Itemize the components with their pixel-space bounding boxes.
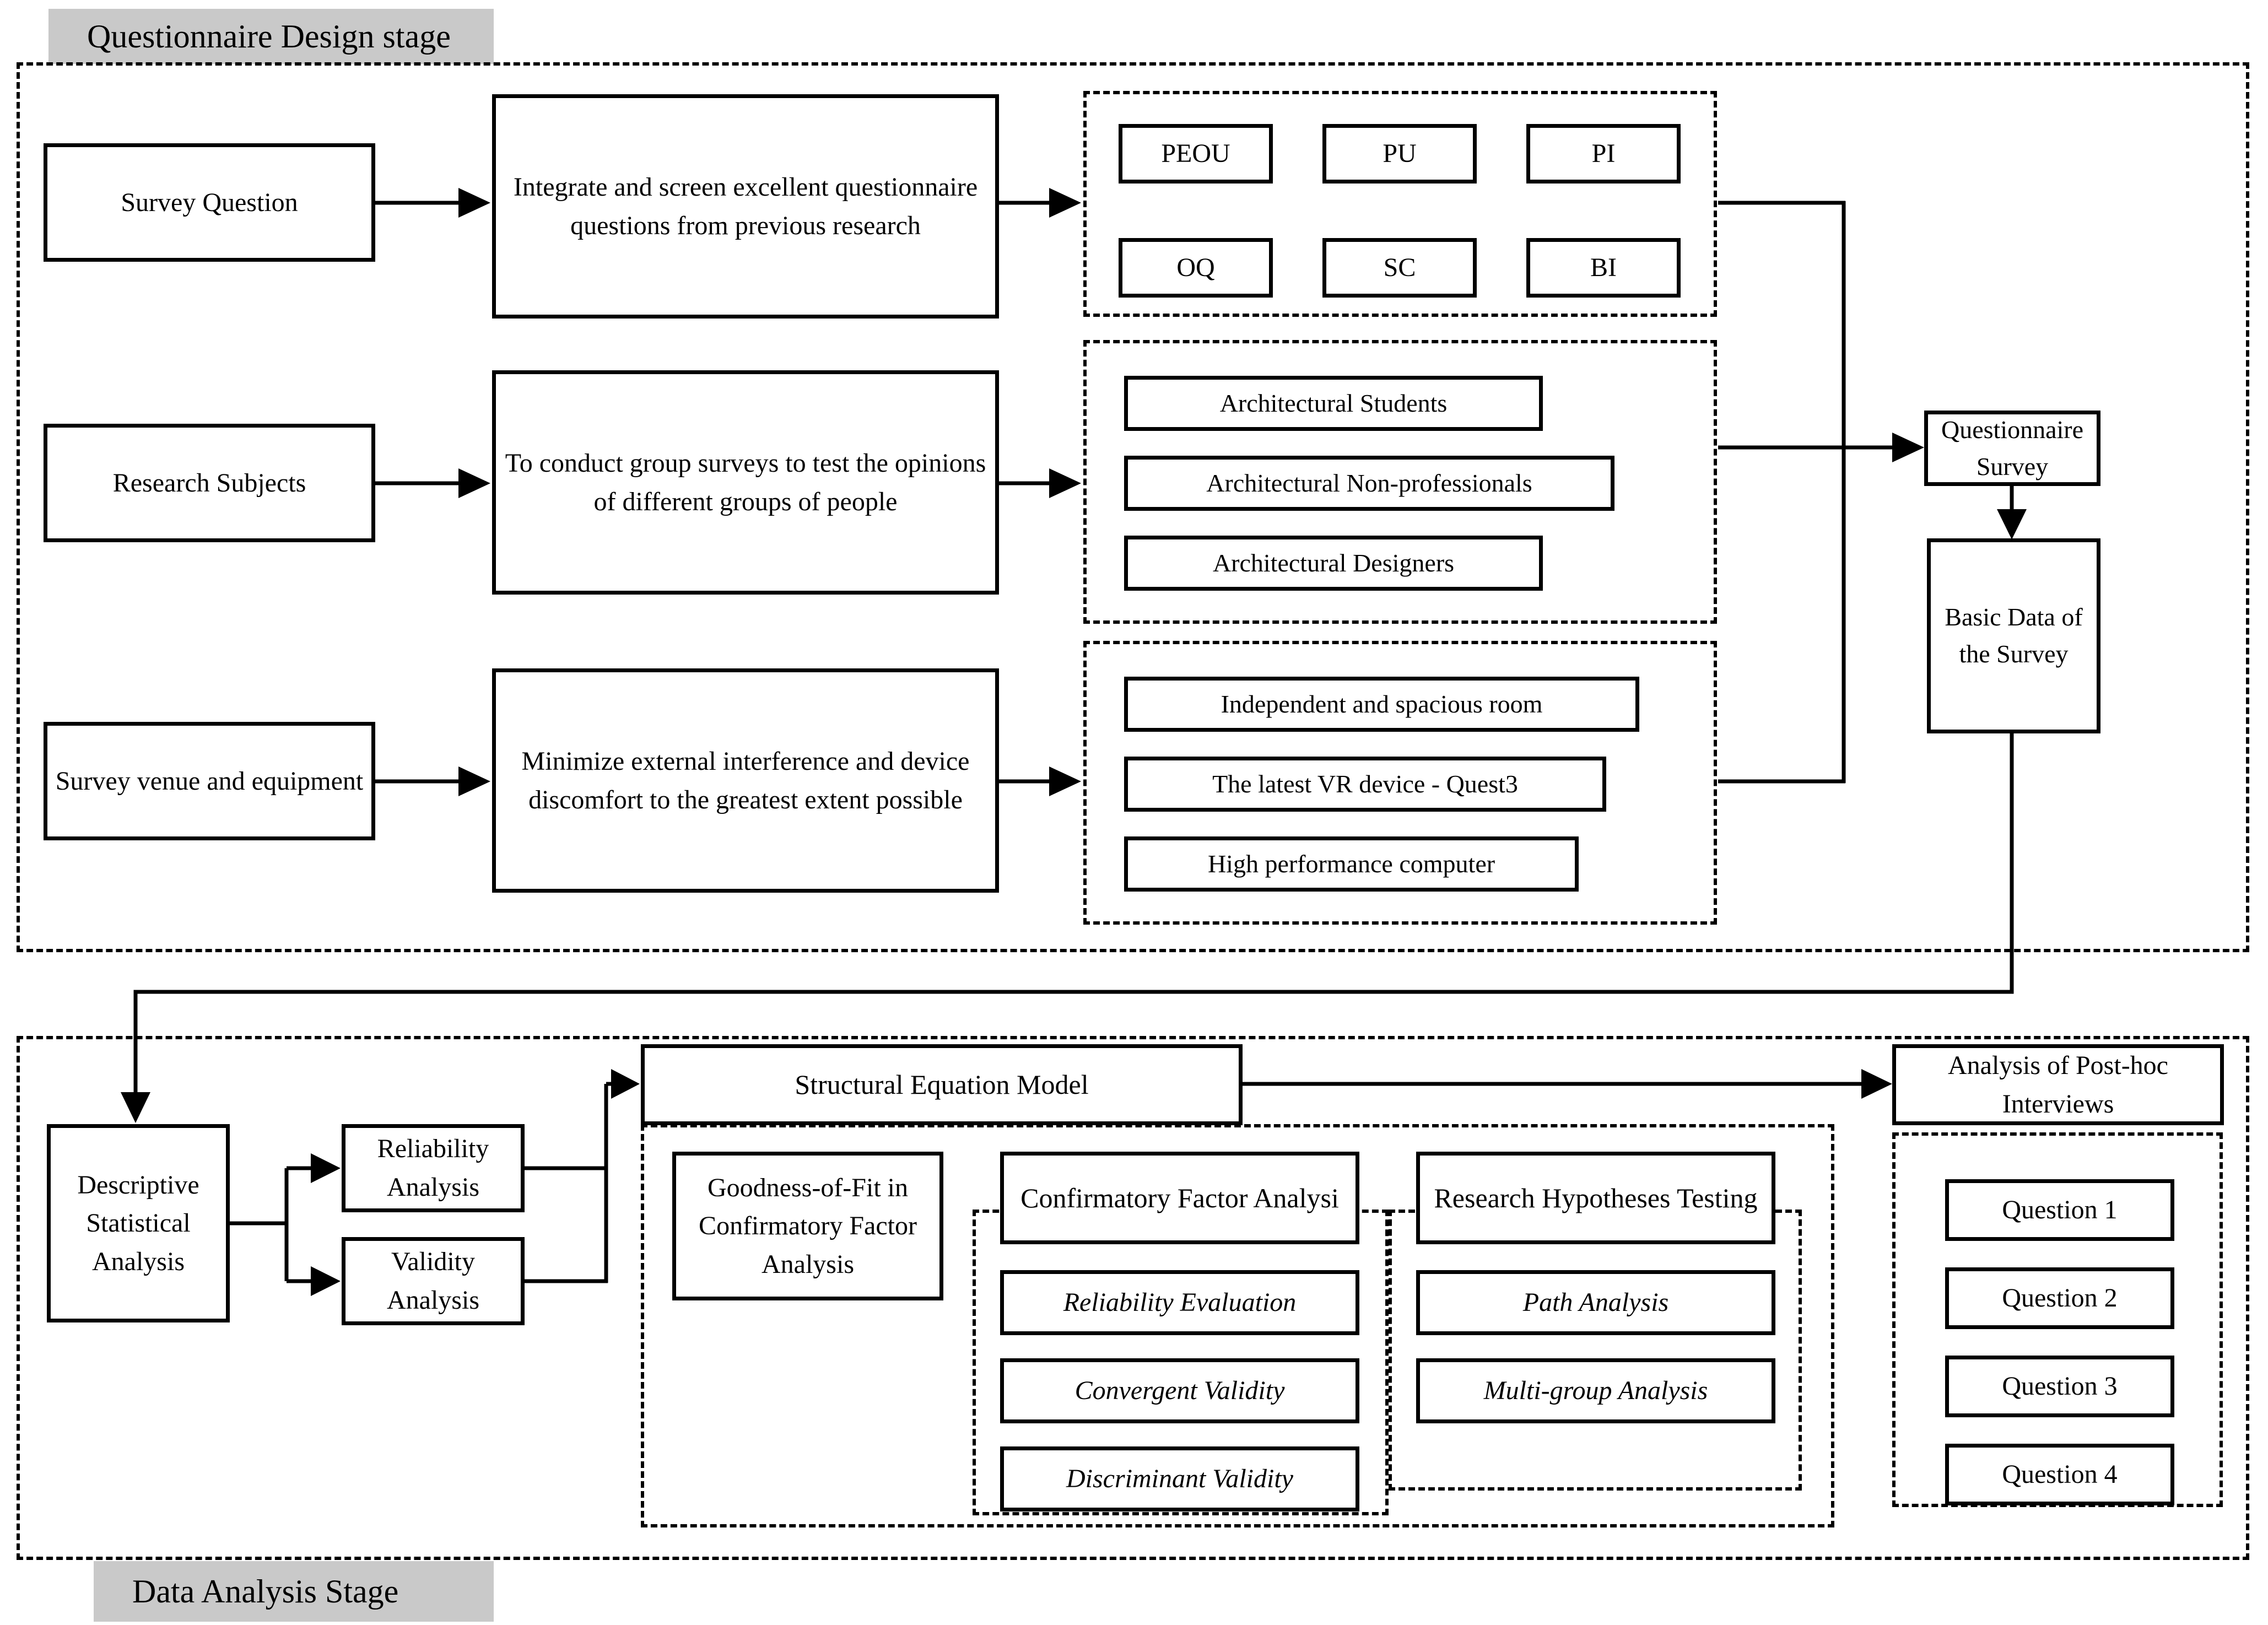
reliability-analysis-text: Reliability Analysis — [377, 1134, 489, 1202]
question-4-text: Question 4 — [2002, 1460, 2118, 1489]
equipment-room-box: Independent and spacious room — [1124, 677, 1639, 732]
construct-bi-box: BI — [1526, 238, 1681, 298]
stage1-label: Questionnaire Design stage — [48, 9, 494, 64]
path-analysis-box: Path Analysis — [1416, 1270, 1775, 1335]
sem-container — [641, 1124, 1834, 1527]
survey-venue-process-box: Minimize external interference and devic… — [492, 668, 999, 893]
construct-sc-text: SC — [1383, 253, 1416, 283]
cfa-discriminant-validity-text: Discriminant Validity — [1066, 1464, 1293, 1494]
construct-pu-box: PU — [1322, 124, 1477, 183]
subjects-students-box: Architectural Students — [1124, 376, 1543, 431]
equipment-room-text: Independent and spacious room — [1221, 689, 1543, 718]
construct-pi-box: PI — [1526, 124, 1681, 183]
survey-question-process-box: Integrate and screen excellent questionn… — [492, 94, 999, 318]
posthoc-interviews-text: Analysis of Post-hoc Interviews — [1948, 1050, 2168, 1119]
equipment-vr-text: The latest VR device - Quest3 — [1212, 769, 1518, 798]
survey-venue-text: Survey venue and equipment — [55, 766, 364, 796]
construct-pu-text: PU — [1383, 139, 1417, 169]
cfa-reliability-evaluation-box: Reliability Evaluation — [1000, 1270, 1359, 1335]
questionnaire-survey-text: Questionnaire Survey — [1941, 415, 2084, 481]
construct-oq-text: OQ — [1176, 253, 1215, 283]
construct-peou-box: PEOU — [1119, 124, 1273, 183]
multi-group-analysis-box: Multi-group Analysis — [1416, 1358, 1775, 1423]
question-1-text: Question 1 — [2002, 1195, 2118, 1225]
cfa-reliability-evaluation-text: Reliability Evaluation — [1063, 1288, 1297, 1318]
posthoc-questions-container — [1892, 1132, 2223, 1507]
construct-sc-box: SC — [1322, 238, 1477, 298]
subjects-students-text: Architectural Students — [1219, 388, 1448, 417]
question-4-box: Question 4 — [1945, 1444, 2174, 1505]
equipment-vr-box: The latest VR device - Quest3 — [1124, 757, 1606, 812]
hypotheses-title-box: Research Hypotheses Testing — [1416, 1152, 1775, 1244]
subject-groups-group — [1083, 340, 1717, 624]
research-subjects-box: Research Subjects — [44, 424, 375, 542]
sem-box: Structural Equation Model — [641, 1044, 1243, 1125]
reliability-analysis-box: Reliability Analysis — [342, 1124, 525, 1212]
survey-question-text: Survey Question — [121, 187, 298, 217]
stage2-label-text: Data Analysis Stage — [132, 1573, 399, 1610]
stage2-container — [17, 1036, 2249, 1560]
stage1-container — [17, 62, 2249, 952]
survey-venue-process-text: Minimize external interference and devic… — [521, 746, 970, 814]
question-1-box: Question 1 — [1945, 1179, 2174, 1241]
equipment-group — [1083, 641, 1717, 925]
questionnaire-survey-box: Questionnaire Survey — [1924, 411, 2100, 486]
construct-pi-text: PI — [1591, 139, 1616, 169]
question-2-box: Question 2 — [1945, 1267, 2174, 1329]
question-3-text: Question 3 — [2002, 1372, 2118, 1401]
subjects-nonprofessionals-box: Architectural Non-professionals — [1124, 456, 1614, 511]
question-3-box: Question 3 — [1945, 1356, 2174, 1417]
research-subjects-text: Research Subjects — [112, 468, 306, 498]
equipment-computer-box: High performance computer — [1124, 836, 1579, 892]
subjects-designers-box: Architectural Designers — [1124, 536, 1543, 591]
construct-oq-box: OQ — [1119, 238, 1273, 298]
basic-data-text: Basic Data of the Survey — [1945, 603, 2083, 668]
cfa-discriminant-validity-box: Discriminant Validity — [1000, 1446, 1359, 1511]
cfa-title-box: Confirmatory Factor Analysi — [1000, 1152, 1359, 1244]
validity-analysis-text: Validity Analysis — [387, 1247, 479, 1315]
survey-venue-box: Survey venue and equipment — [44, 722, 375, 840]
stage1-label-text: Questionnaire Design stage — [87, 18, 451, 55]
validity-analysis-box: Validity Analysis — [342, 1237, 525, 1325]
multi-group-analysis-text: Multi-group Analysis — [1483, 1376, 1708, 1406]
path-analysis-text: Path Analysis — [1522, 1288, 1669, 1318]
basic-data-box: Basic Data of the Survey — [1927, 538, 2100, 733]
stage2-label: Data Analysis Stage — [94, 1561, 494, 1622]
cfa-convergent-validity-text: Convergent Validity — [1074, 1376, 1285, 1406]
research-subjects-process-text: To conduct group surveys to test the opi… — [505, 448, 986, 516]
cfa-title-text: Confirmatory Factor Analysi — [1020, 1182, 1339, 1213]
survey-question-box: Survey Question — [44, 143, 375, 262]
research-subjects-process-box: To conduct group surveys to test the opi… — [492, 370, 999, 595]
question-constructs-group — [1083, 91, 1717, 317]
cfa-convergent-validity-box: Convergent Validity — [1000, 1358, 1359, 1423]
construct-peou-text: PEOU — [1161, 139, 1230, 169]
goodness-of-fit-box: Goodness-of-Fit in Confirmatory Factor A… — [672, 1152, 943, 1300]
descriptive-analysis-box: Descriptive Statistical Analysis — [47, 1124, 230, 1322]
question-2-text: Question 2 — [2002, 1283, 2118, 1313]
subjects-designers-text: Architectural Designers — [1212, 548, 1455, 577]
equipment-computer-text: High performance computer — [1207, 849, 1495, 878]
survey-question-process-text: Integrate and screen excellent questionn… — [513, 172, 978, 240]
sem-text: Structural Equation Model — [795, 1069, 1089, 1100]
descriptive-analysis-text: Descriptive Statistical Analysis — [77, 1170, 199, 1276]
hypotheses-title-text: Research Hypotheses Testing — [1434, 1182, 1758, 1213]
construct-bi-text: BI — [1590, 253, 1617, 283]
subjects-nonprofessionals-text: Architectural Non-professionals — [1206, 468, 1532, 497]
posthoc-interviews-box: Analysis of Post-hoc Interviews — [1892, 1044, 2224, 1125]
goodness-of-fit-text: Goodness-of-Fit in Confirmatory Factor A… — [699, 1173, 917, 1279]
